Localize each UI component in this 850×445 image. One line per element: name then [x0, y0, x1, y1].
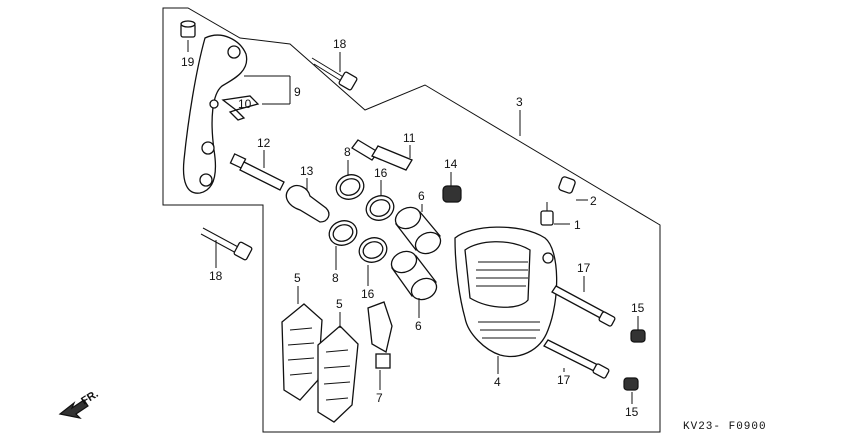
pin-boot-13	[285, 184, 330, 223]
brake-pad-5-right	[317, 325, 359, 423]
callout-18-bottom: 18	[209, 269, 223, 283]
callout-4: 4	[494, 375, 501, 389]
callout-11: 11	[403, 131, 416, 145]
pad-spring-7	[367, 301, 393, 369]
slide-pin-11	[351, 139, 413, 171]
callout-14: 14	[444, 157, 458, 171]
callout-6-top: 6	[418, 189, 425, 203]
callout-15-top: 15	[631, 301, 645, 315]
callout-15-bottom: 15	[625, 405, 639, 419]
front-direction-arrow: FR.	[58, 388, 101, 419]
callout-5-left: 5	[294, 271, 301, 285]
pad-pin-17-top	[551, 285, 616, 327]
slide-pin-12	[229, 153, 285, 191]
callout-6-bottom: 6	[415, 319, 422, 333]
bolt-18-top	[311, 57, 358, 91]
piston-6-bottom	[390, 250, 438, 301]
callout-8-bottom: 8	[332, 271, 339, 285]
pad-spring-10	[221, 95, 260, 121]
callout-labels: 1 2 3 4 5 5 6 6 7 8 8 9 10 11 12 13 14 1…	[181, 37, 645, 419]
plug-15-top	[630, 329, 646, 343]
leader-lines	[187, 40, 639, 404]
nut-19	[180, 20, 196, 38]
bleeder-cap-2	[558, 176, 576, 194]
assembly-outline	[162, 7, 661, 433]
caliper-bracket	[182, 34, 248, 194]
callout-16-bottom: 16	[361, 287, 375, 301]
callout-17-bottom: 17	[557, 373, 571, 387]
callout-7: 7	[376, 391, 383, 405]
brake-pad-5-left	[281, 303, 323, 401]
callout-16-top: 16	[374, 166, 388, 180]
callout-5-right: 5	[336, 297, 343, 311]
part-code: KV23- F0900	[683, 421, 767, 433]
callout-8-top: 8	[344, 145, 351, 159]
bleeder-valve-1	[540, 202, 554, 226]
dust-seal-16-bottom	[358, 237, 388, 263]
callout-3: 3	[516, 95, 523, 109]
plug-15-bottom	[623, 377, 639, 391]
caliper-body-4	[454, 226, 558, 358]
callout-13: 13	[300, 164, 314, 178]
callout-1: 1	[574, 218, 581, 232]
callout-19: 19	[181, 55, 195, 69]
piston-seal-8-bottom	[328, 220, 358, 246]
callout-12: 12	[257, 136, 271, 150]
callout-18-top: 18	[333, 37, 347, 51]
callout-17-top: 17	[577, 261, 591, 275]
callout-9: 9	[294, 85, 301, 99]
grommet-14	[442, 185, 462, 203]
piston-seal-8-top	[335, 174, 365, 200]
callout-2: 2	[590, 194, 597, 208]
callout-10: 10	[238, 97, 252, 111]
pad-pin-17-bottom	[543, 339, 610, 379]
bolt-18-bottom	[200, 227, 253, 261]
piston-6-top	[394, 206, 442, 255]
dust-seal-16-top	[365, 195, 395, 221]
